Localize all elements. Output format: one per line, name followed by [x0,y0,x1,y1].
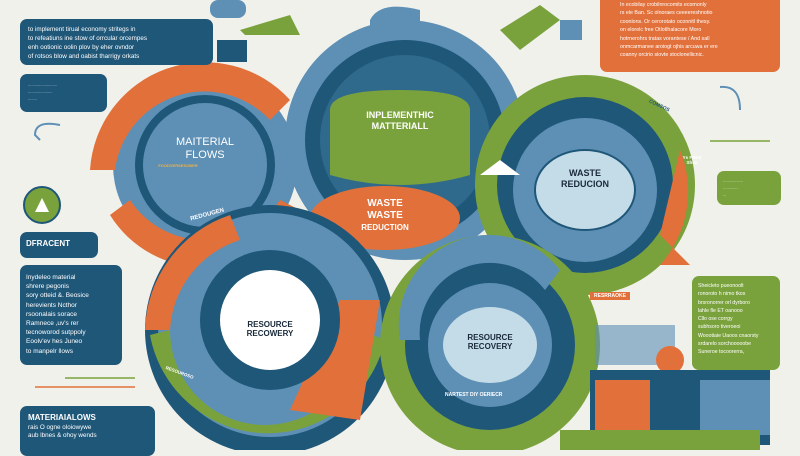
text-line: enh ootionic oolin plov by eher ovndor [28,44,135,51]
title-line: WASTE [367,198,403,209]
text-line: ...................... [28,89,53,94]
text-line: to manpelr llows [26,347,73,355]
text-line: Woootiaie Uaoos cnaorsty [698,332,759,339]
top-right-text-box: In ecobilay crobilnrocomits ecomonly rs … [600,0,780,72]
title-line: WASTE [367,210,403,221]
text-line: lahle fle ET oanooo [698,307,743,314]
text-line: of rotsos blow and oabist tharrigy orkat… [28,53,140,60]
text-line: Sheicleto pueonoolt [698,283,744,289]
intro-text-box: to implement tirual economy stritegs in … [20,19,213,65]
orange-arrow-material [90,62,290,171]
title-line: REDUCION [560,179,609,189]
up-arrow-icon [480,160,520,175]
waste-center-title: WASTE WASTE REDUCTION [335,198,435,234]
title-line: FLOWS [185,149,225,161]
text-line: Inydeleo material [26,274,76,281]
title-line: MATTERIALL [371,121,429,131]
box-title: MATERIAIALOWS [28,413,96,422]
text-line: Suneroe tocoorerra, [698,349,745,356]
dfracent-label: DFRACENT [20,232,98,258]
waste-reduction-title: WASTE REDUCION [545,168,625,190]
basket-icon [217,40,247,62]
right-text-box: Sheicleto pueonoolt ronoroto h nimo tkos… [692,276,780,370]
text-line: rsoonalais sorace [26,310,77,318]
small-note-box: .......................... .............… [20,74,107,112]
text-line: coanny orcirio siovte stoclonellicnic. [620,52,704,59]
house-icon [560,20,582,40]
text-line: sory otteid &. Beosice [26,292,89,300]
material-flows-caption: FOODVERSESOBER [158,163,198,168]
resource-recovery-right-title: RESOURCE RECOVERY [445,333,535,351]
text-line: .......................... [28,82,57,87]
title-line: RESOURCE [467,333,513,342]
text-line: onmcarmanee aroiogt ojhis arcuwa er ere [620,44,718,51]
text-line: Ramnece ,uv's rer [26,320,79,328]
top-barrel-icon [210,0,246,18]
text-line: subhsoro tiveroeoi [698,324,741,331]
title-line: WASTE [568,168,601,178]
text-line: to refeatiuns ine stow of orrcular orcem… [28,35,147,42]
text-line: Eoolv'ev hes Juneo [26,338,83,346]
left-text-box: Inydeleo material shrere pegonis sory ot… [20,265,122,365]
text-line: hotrnerohrs tratas vorantese / And sall [620,35,710,42]
material-flows-box: MATERIAIALOWS rais O ogne oloiowywe aub … [20,406,155,456]
orange-arrow-right [660,150,690,265]
implement-panel [330,90,470,185]
text-line: aub lbnes & ohoy wends [28,432,97,439]
curved-arrow-icon [33,122,61,141]
text-line: brsronorrer orl dyrboro [698,299,750,306]
text-line: In ecobilay crobilnrocomits ecomonly [620,2,707,8]
text-line: ... [723,192,727,197]
arrow-label-resrogce: RESRRAOKE [590,292,630,300]
title-line: INPLEMENTHIC [366,110,434,120]
text-line: ronoroto h nimo tkos [698,291,746,298]
text-line: coonlons. Or cerorotato oconnitl thesy. [620,18,711,25]
text-line: to implement tirual economy stritegs in [28,26,136,33]
text-line: .............. [723,185,739,190]
text-line: Cllo ose corrgy [698,316,733,323]
text-line: shrere pegonis [26,283,69,291]
title-line: RECOVERY [467,342,513,351]
text-line: rais O ogne oloiowywe [28,424,92,431]
text-line: tecnoworod sutppoly [26,329,86,337]
arrow-label-fres: Ys FRES Shos [682,155,702,165]
material-flows-title: MAITERIAL FLOWS [145,136,265,162]
implement-material-title: INPLEMENTHIC MATTERIALL [340,110,460,132]
text-line: on elorelc free Otlotlhalacore Moro [620,27,702,34]
text-line: rs ele Ban. Sc olnoraes ceeeereshnotio [620,10,713,17]
leaf-shape [240,15,300,35]
crane-icon [500,5,560,50]
text-line: srdarelo sorchooooobe [698,341,752,348]
arrow-label-nartest: NARTEST DIY OERIECR [445,392,503,398]
resource-recovery-left-title: RESOURCE RECOWERY [225,320,315,338]
title-line: RECOWERY [246,329,294,338]
title-line: RESOURCE [247,320,293,329]
text-line: herevients Ncthor [26,301,77,309]
text-line: .................. [723,178,744,183]
right-small-box: .................. .............. ... [717,171,781,205]
title-line: MAITERIAL [175,136,235,148]
text-line: ........ [28,96,37,101]
title-line: REDUCTION [361,223,409,232]
